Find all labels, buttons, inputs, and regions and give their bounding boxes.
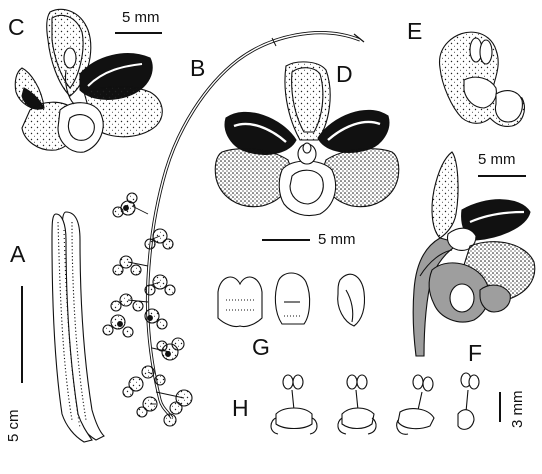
pollinarium-2 xyxy=(337,374,377,435)
pollinarium-1 xyxy=(270,374,318,435)
figure-h-pollinaria xyxy=(270,372,480,435)
figure-f-section xyxy=(412,151,536,357)
label-f: F xyxy=(468,340,483,366)
scale-text-a: 5 cm xyxy=(5,409,22,442)
scale-text-f: 5 mm xyxy=(478,151,516,168)
scale-text-c: 5 mm xyxy=(122,9,160,26)
pollinarium-4 xyxy=(457,372,480,430)
scale-text-h: 3 mm xyxy=(509,390,526,429)
label-h: H xyxy=(232,395,249,421)
scale-text-d: 5 mm xyxy=(318,231,356,248)
pollinarium-3 xyxy=(396,374,435,435)
figure-d-flower xyxy=(214,61,400,217)
label-e: E xyxy=(407,18,423,44)
label-b: B xyxy=(190,55,206,81)
figure-g-parts xyxy=(217,272,366,328)
label-a: A xyxy=(10,241,26,267)
label-c: C xyxy=(8,14,25,40)
label-d: D xyxy=(336,61,353,87)
figure-b-inflorescence xyxy=(102,31,365,427)
label-g: G xyxy=(252,334,270,360)
figure-c-flower xyxy=(14,8,163,153)
figure-a-bract xyxy=(51,211,105,443)
figure-e-column xyxy=(438,31,525,127)
